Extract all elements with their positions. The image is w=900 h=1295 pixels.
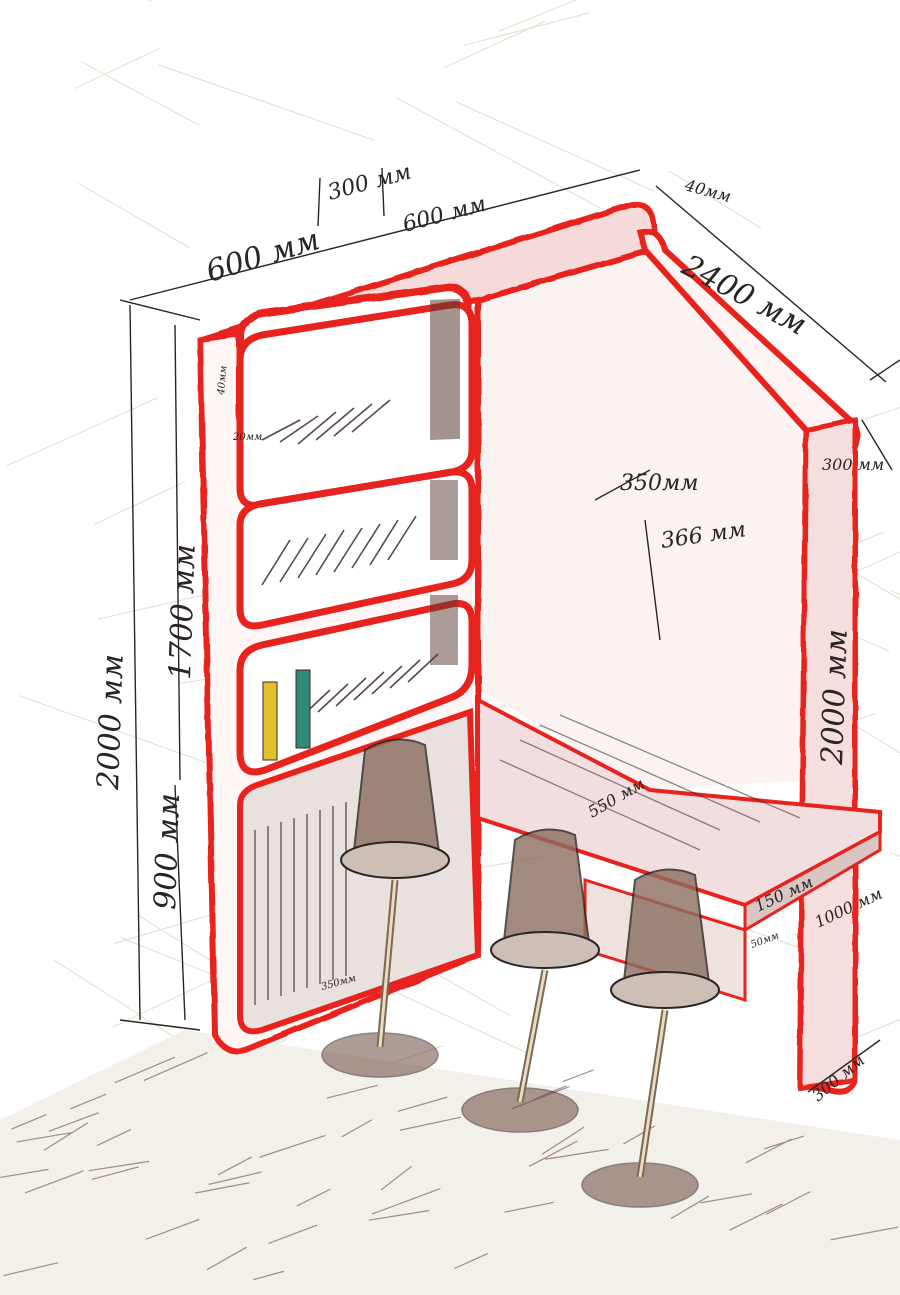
bar-stools (321, 738, 720, 1208)
dim-top-40: 40мм (682, 175, 733, 206)
dim-height-2000-right: 2000 мм (815, 628, 855, 766)
dim-plinth-50: 50мм (749, 930, 780, 950)
stool-1 (321, 738, 450, 1078)
stool-3 (581, 868, 720, 1208)
dimension-lines (119, 167, 900, 1093)
dim-shelf-20: 20мм (232, 432, 262, 443)
stool-2 (461, 828, 600, 1133)
dim-width-600-left: 600 мм (202, 222, 324, 290)
dim-shelf-40: 40мм (216, 365, 230, 396)
dim-depth-350: 350мм (620, 471, 698, 496)
dim-width-300: 300 мм (325, 160, 414, 206)
shelf-bays (236, 298, 482, 1035)
dim-height-900: 900 мм (148, 793, 187, 911)
dim-height-2000-total: 2000 мм (91, 653, 131, 791)
floor (0, 1030, 900, 1295)
dim-depth-300-right: 300 мм (822, 455, 884, 474)
dim-width-600-right: 600 мм (400, 192, 489, 238)
dim-height-1700: 1700 мм (163, 543, 203, 680)
